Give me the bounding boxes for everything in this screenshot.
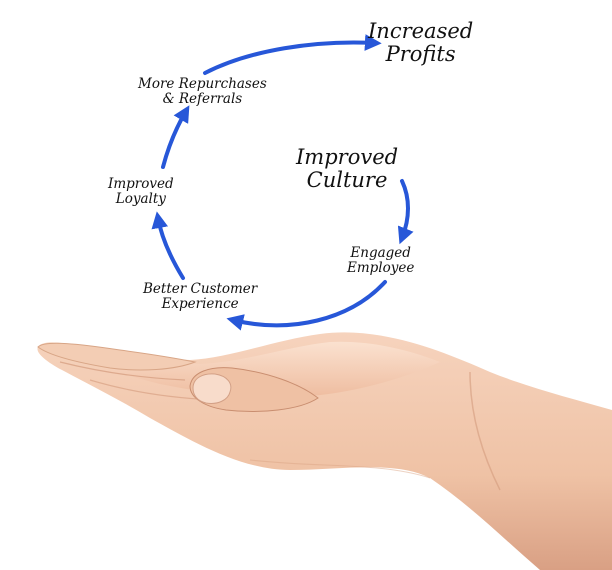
node-increased-profits-line1: Increased: [368, 19, 474, 43]
node-more-repurchases: More Repurchases & Referrals: [138, 77, 267, 107]
arrow-loyalty-to-repurchases: [161, 105, 190, 169]
arrow-culture-to-employee: [397, 179, 414, 245]
node-engaged-employee-line1: Engaged: [350, 245, 411, 261]
node-better-experience: Better Customer Experience: [143, 282, 257, 312]
node-more-repurchases-line1: More Repurchases: [138, 76, 267, 92]
node-improved-loyalty-line2: Loyalty: [115, 190, 166, 207]
node-increased-profits: Increased Profits: [368, 19, 474, 67]
node-improved-culture-line2: Culture: [306, 168, 388, 193]
node-better-experience-line1: Better Customer: [143, 281, 258, 297]
arrow-experience-to-loyalty: [151, 211, 185, 280]
node-more-repurchases-line2: & Referrals: [162, 90, 243, 107]
arrow-repurchases-to-profits: [203, 34, 382, 75]
node-increased-profits-line2: Profits: [385, 42, 456, 67]
node-improved-loyalty: Improved Loyalty: [108, 177, 174, 207]
open-palm-hand: [37, 332, 612, 570]
node-improved-culture: Improved Culture: [296, 145, 399, 193]
node-engaged-employee-line2: Employee: [347, 259, 415, 276]
node-improved-culture-line1: Improved: [296, 145, 399, 169]
arrow-employee-to-experience: [226, 280, 387, 331]
node-improved-loyalty-line1: Improved: [108, 176, 174, 192]
node-better-experience-line2: Experience: [161, 295, 239, 312]
node-engaged-employee: Engaged Employee: [347, 246, 414, 276]
